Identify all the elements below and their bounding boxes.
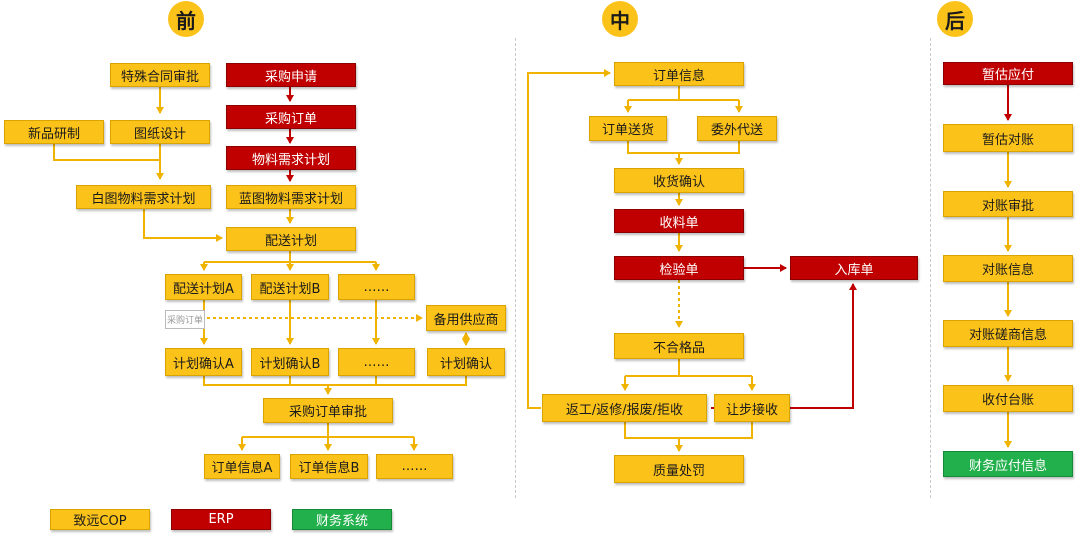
phase-before-header: 前: [168, 1, 204, 37]
node-special-contract-approval: 特殊合同审批: [110, 63, 210, 87]
node-reconciliation-approval: 对账审批: [943, 191, 1073, 217]
node-reconciliation-negotiation: 对账磋商信息: [943, 320, 1073, 347]
phase-middle-header: 中: [602, 1, 638, 37]
before-connectors: [53, 87, 470, 451]
node-blue-drawing-mrp: 蓝图物料需求计划: [226, 185, 356, 209]
node-material-requirement-plan: 物料需求计划: [226, 146, 356, 170]
node-order-info-a: 订单信息A: [204, 454, 280, 479]
node-order-info: 订单信息: [614, 62, 744, 86]
node-concession-acceptance: 让步接收: [714, 394, 790, 422]
node-purchase-order: 采购订单: [226, 105, 356, 129]
node-new-product-development: 新品研制: [4, 120, 104, 144]
node-white-drawing-mrp: 白图物料需求计划: [76, 185, 211, 209]
node-reconciliation-info: 对账信息: [943, 255, 1073, 282]
node-order-info-b: 订单信息B: [290, 454, 368, 479]
node-receipt-confirmation: 收货确认: [614, 168, 744, 193]
phase-after-header: 后: [937, 1, 973, 37]
node-delivery-plan: 配送计划: [226, 227, 356, 251]
legend-finance-system: 财务系统: [292, 509, 392, 530]
divider-middle-after: [930, 38, 931, 498]
node-backup-supplier: 备用供应商: [426, 305, 506, 331]
node-plan-confirm-a: 计划确认A: [165, 348, 242, 376]
node-order-delivery: 订单送货: [589, 116, 667, 141]
node-nonconforming-product: 不合格品: [614, 333, 744, 359]
node-outsource-delivery: 委外代送: [697, 116, 777, 141]
node-estimated-reconciliation: 暂估对账: [943, 124, 1073, 152]
node-purchase-order-approval: 采购订单审批: [263, 398, 393, 423]
node-rework-repair-scrap-reject: 返工/返修/报废/拒收: [542, 394, 707, 422]
node-delivery-plan-b: 配送计划B: [251, 274, 329, 300]
node-warehouse-entry: 入库单: [790, 256, 918, 280]
node-plan-confirm-more: ……: [338, 348, 415, 376]
legend-erp: ERP: [171, 509, 271, 530]
node-plan-confirm: 计划确认: [427, 348, 505, 376]
middle-connectors: [527, 69, 756, 452]
node-plan-confirm-b: 计划确认B: [251, 348, 329, 376]
node-purchase-request: 采购申请: [226, 63, 356, 87]
node-finance-payable-info: 财务应付信息: [943, 451, 1073, 477]
node-small-placeholder: 采购订单: [165, 310, 205, 329]
legend-cop: 致远COP: [50, 509, 150, 530]
node-payment-ledger: 收付台账: [943, 385, 1073, 412]
node-delivery-plan-more: ……: [338, 274, 415, 300]
node-delivery-plan-a: 配送计划A: [165, 274, 242, 300]
node-inspection-sheet: 检验单: [614, 256, 744, 280]
node-drawing-design: 图纸设计: [110, 120, 210, 144]
node-quality-penalty: 质量处罚: [614, 455, 744, 483]
node-order-info-more: ……: [376, 454, 453, 479]
divider-before-middle: [515, 38, 516, 498]
node-estimated-payable: 暂估应付: [943, 62, 1073, 85]
node-material-receipt: 收料单: [614, 209, 744, 233]
